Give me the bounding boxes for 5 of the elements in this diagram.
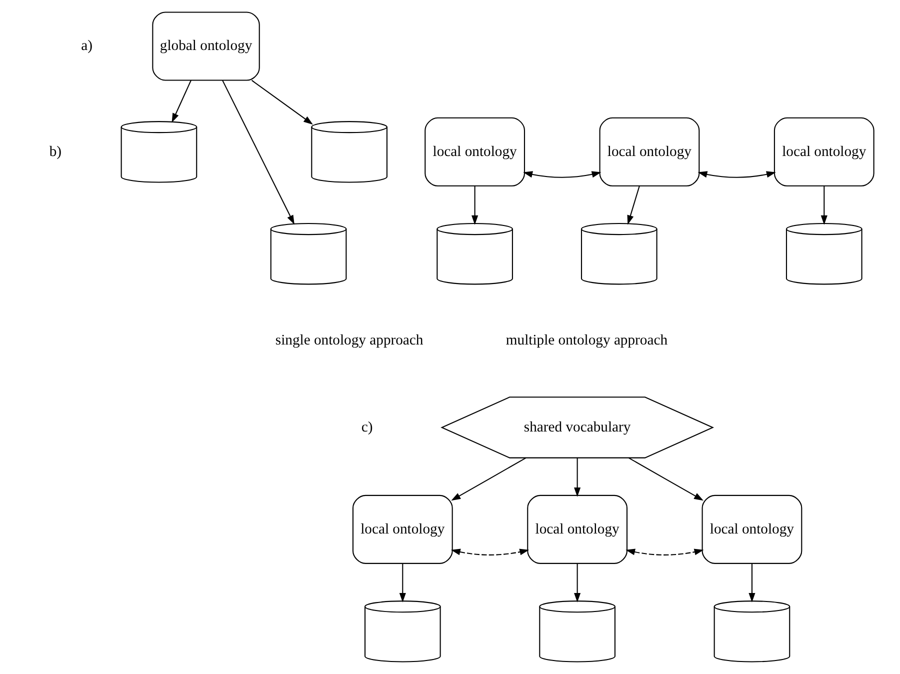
- label: b): [48, 144, 62, 160]
- label: multiple ontology approach: [505, 332, 668, 349]
- label: c): [360, 419, 372, 436]
- label: single ontology approach: [274, 332, 423, 349]
- label: a): [80, 38, 92, 54]
